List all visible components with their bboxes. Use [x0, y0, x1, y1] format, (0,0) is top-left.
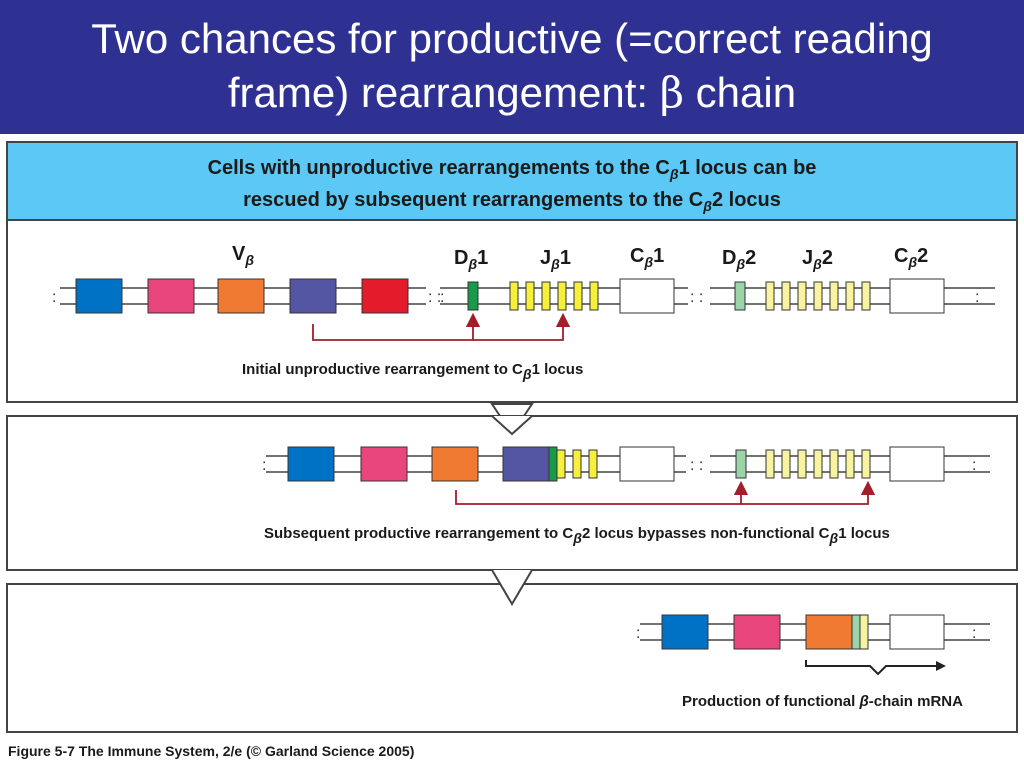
header-line-1: Cells with unproductive rearrangements t… — [208, 157, 817, 182]
v-segment-3 — [217, 278, 265, 314]
d-beta-1-segment — [467, 281, 479, 311]
title-line-1: Two chances for productive (=correct rea… — [91, 15, 933, 62]
svg-text:: :: : : — [428, 289, 441, 306]
svg-text:: :: : : — [690, 457, 703, 474]
svg-text::: : — [636, 625, 640, 642]
break-mark: : — [975, 289, 979, 306]
v-segment-5 — [361, 278, 409, 314]
mrna-arrow — [805, 660, 946, 676]
svg-text::: : — [972, 625, 976, 642]
header-box — [6, 141, 1018, 221]
caption-panel-3: Production of functional β-chain mRNA — [682, 693, 963, 710]
label-d-beta-2: Dβ2 — [722, 247, 756, 272]
svg-text::: : — [262, 457, 266, 474]
j-beta-1-segments — [509, 281, 599, 311]
panel-3 — [6, 583, 1018, 733]
slide-title: Two chances for productive (=correct rea… — [0, 12, 1024, 120]
connector-panel-1 — [312, 312, 571, 341]
label-c-beta-1: Cβ1 — [630, 245, 664, 270]
germline-locus: : : : : : : : — [52, 278, 995, 314]
break-mark: : — [52, 289, 56, 306]
header-line-2: rescued by subsequent rearrangements to … — [243, 189, 781, 214]
c-beta-1-segment — [619, 278, 675, 314]
label-c-beta-2: Cβ2 — [894, 245, 928, 270]
v-segment-4 — [289, 278, 337, 314]
svg-text::: : — [972, 457, 976, 474]
connector-panel-2 — [455, 480, 876, 505]
v-segment-1 — [75, 278, 123, 314]
caption-panel-1: Initial unproductive rearrangement to Cβ… — [242, 361, 583, 382]
label-j-beta-1: Jβ1 — [540, 247, 571, 272]
rearranged-locus-1: : : : : — [262, 446, 990, 482]
title-line-2: frame) rearrangement: β chain — [227, 68, 797, 117]
svg-text:: :: : : — [690, 289, 703, 306]
d-beta-2-segment — [734, 281, 746, 311]
figure-credit: Figure 5-7 The Immune System, 2/e (© Gar… — [8, 743, 414, 759]
label-v-beta: Vβ — [232, 243, 254, 268]
label-j-beta-2: Jβ2 — [802, 247, 833, 272]
label-d-beta-1: Dβ1 — [454, 247, 488, 272]
c-beta-2-segment — [889, 278, 945, 314]
v-segment-2 — [147, 278, 195, 314]
j-beta-2-segments — [765, 281, 871, 311]
break-mark: : — [440, 289, 444, 306]
title-bar — [0, 0, 1024, 134]
caption-panel-2: Subsequent productive rearrangement to C… — [264, 525, 890, 546]
rearranged-locus-2: : : — [636, 614, 990, 650]
rearrangement-diagram: Cells with unproductive rearrangements t… — [6, 141, 1018, 759]
panel-2 — [6, 415, 1018, 571]
